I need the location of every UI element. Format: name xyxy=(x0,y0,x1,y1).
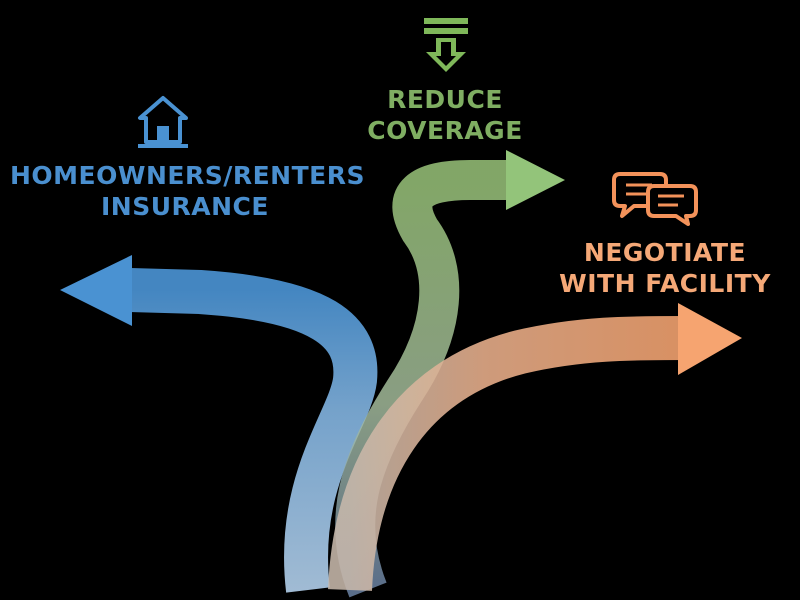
download-arrow-icon xyxy=(424,18,468,72)
label-line: HOMEOWNERS/RENTERS xyxy=(10,161,365,190)
label-line: REDUCE xyxy=(387,85,503,114)
label-line: NEGOTIATE xyxy=(583,238,747,267)
label-line: INSURANCE xyxy=(101,192,269,222)
arrow-negotiate xyxy=(328,303,742,592)
label-line: COVERAGE xyxy=(367,116,523,146)
arrow-homeowners xyxy=(60,255,378,593)
label-negotiate-with-facility: NEGOTIATE WITH FACILITY xyxy=(540,237,790,300)
house-icon xyxy=(138,96,188,148)
label-line: WITH FACILITY xyxy=(559,269,771,299)
chat-bubbles-icon xyxy=(612,172,698,226)
label-reduce-coverage: REDUCE COVERAGE xyxy=(360,84,530,147)
label-homeowners-renters-insurance: HOMEOWNERS/RENTERS INSURANCE xyxy=(10,160,365,223)
